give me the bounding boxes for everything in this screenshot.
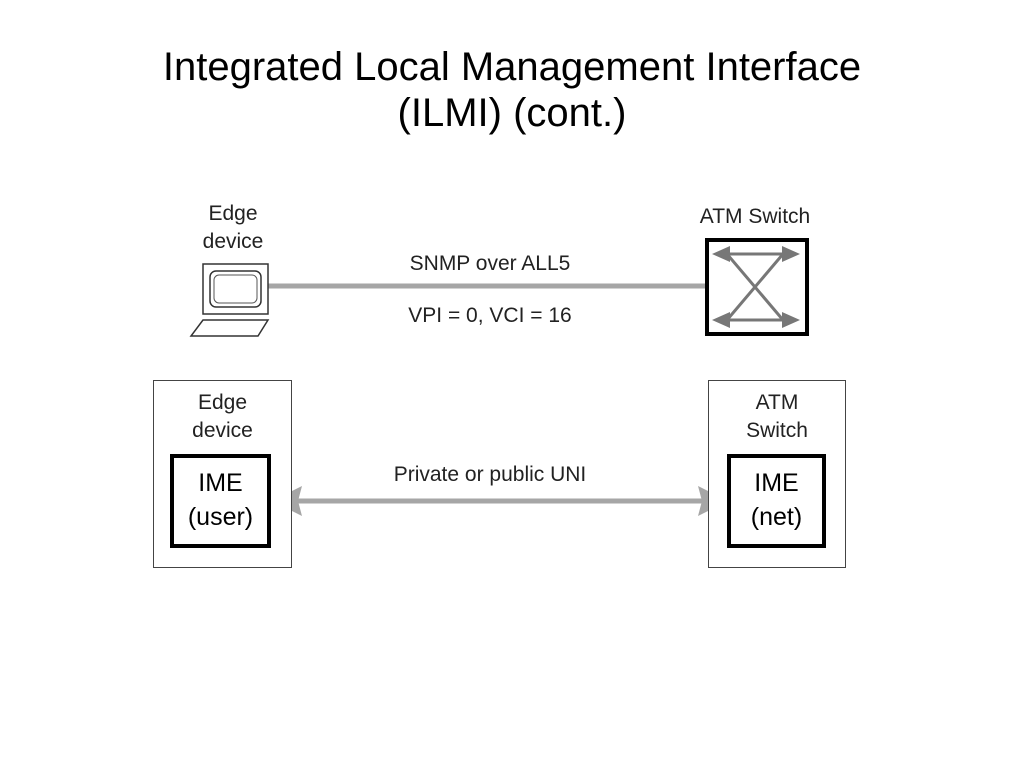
atm-switch-icon	[705, 238, 809, 336]
title-line-2: (ILMI) (cont.)	[397, 91, 627, 135]
atm-switch-label: ATM Switch	[699, 205, 811, 228]
edge-box-label-line2: device	[192, 419, 253, 442]
vpi-vci-label: VPI = 0, VCI = 16	[408, 304, 572, 327]
edge-box-label: Edge device	[153, 389, 292, 445]
uni-link-label: Private or public UNI	[393, 463, 587, 486]
ime-net-line2: (net)	[750, 503, 803, 531]
edge-device-label-line1: Edge	[208, 202, 258, 225]
edge-box-label-line1: Edge	[197, 391, 248, 414]
ime-user-box: IME (user)	[170, 454, 271, 548]
computer-icon	[189, 263, 270, 337]
switch-box-label: ATM Switch	[708, 389, 846, 445]
uni-link-arrow	[272, 486, 728, 516]
switch-box-label-line1: ATM	[755, 391, 799, 414]
edge-device-label-line2: device	[202, 230, 264, 253]
switch-box-label-line2: Switch	[746, 419, 808, 442]
ime-user-line2: (user)	[187, 503, 254, 531]
title-line-1: Integrated Local Management Interface	[162, 45, 862, 89]
snmp-link-label: SNMP over ALL5	[409, 252, 571, 275]
ime-net-box: IME (net)	[727, 454, 826, 548]
edge-device-label: Edge device	[178, 200, 288, 256]
slide-title: Integrated Local Management Interface (I…	[0, 44, 1024, 136]
ime-user-line1: IME	[198, 469, 243, 497]
ime-net-line1: IME	[754, 469, 799, 497]
